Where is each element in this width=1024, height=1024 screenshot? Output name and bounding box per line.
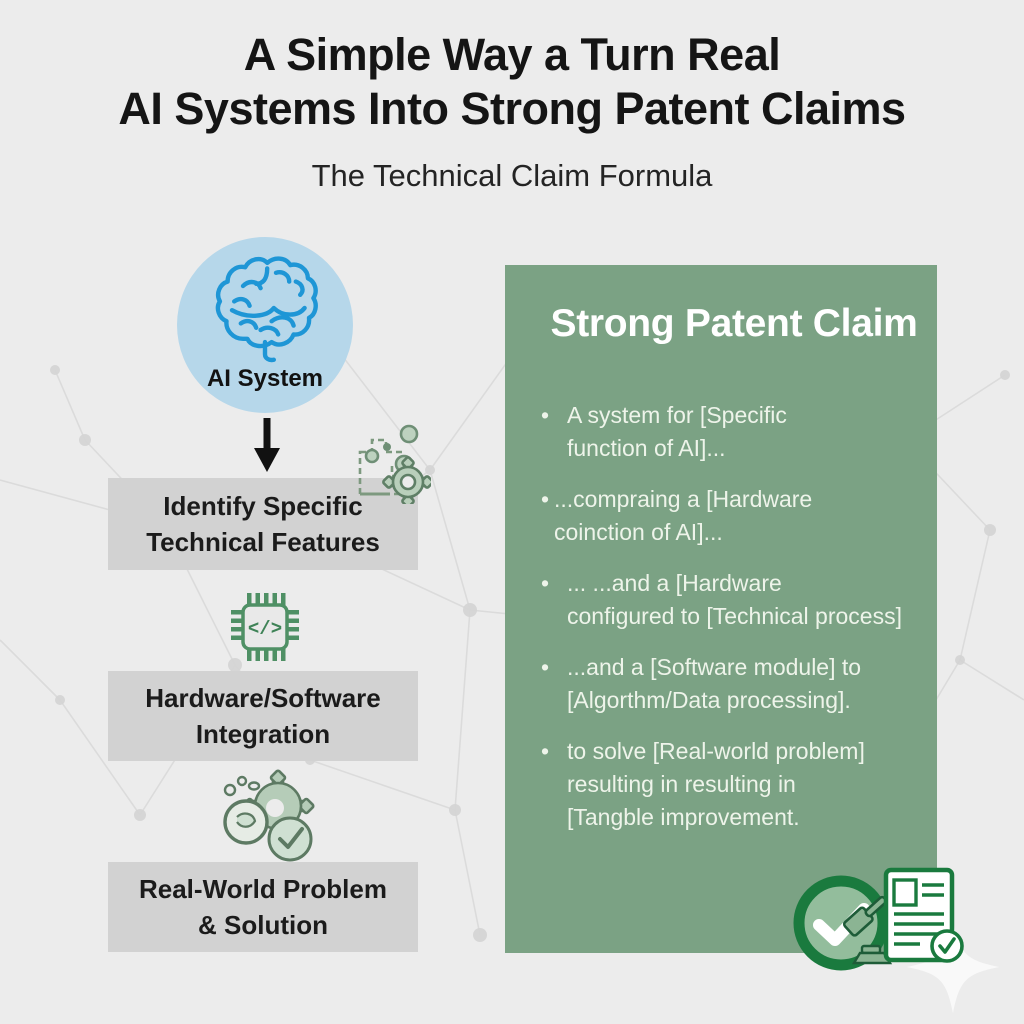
claim-bullet: • to solve [Real-world problem] resulting… [541, 735, 927, 834]
bullet-line: [Tangble improvement. [567, 804, 800, 830]
bullet-line: A system for [Specific [567, 402, 787, 428]
flow-box-line: Technical Features [146, 527, 380, 557]
header: A Simple Way a Turn Real AI Systems Into… [0, 28, 1024, 194]
flow-box-line: Hardware/Software [145, 683, 381, 713]
flow-box-real-world-problem: Real-World Problem & Solution [108, 862, 418, 952]
bullet-line: ...compraing a [Hardware [554, 486, 813, 512]
bullet-marker: • [541, 486, 550, 512]
strong-patent-claim-panel: Strong Patent Claim • A system for [Spec… [505, 265, 937, 953]
claim-bullet: • A system for [Specific function of AI].… [541, 399, 927, 465]
bullet-line: [Algorthm/Data processing]. [567, 687, 851, 713]
flow-box-line: & Solution [198, 910, 328, 940]
bullet-marker: • [541, 570, 550, 596]
page-title-line2: AI Systems Into Strong Patent Claims [118, 83, 906, 134]
bullet-line: coinction of AI]... [554, 519, 723, 545]
arrow-down-icon [254, 418, 280, 472]
flow-box-line: Real-World Problem [138, 874, 387, 904]
claim-bullet: • ...compraing a [Hardware coinction of A… [541, 483, 927, 549]
bullet-line: resulting in resulting in [567, 771, 796, 797]
sparkle-icon [906, 920, 1000, 1014]
claim-bullet-list: • A system for [Specific function of AI].… [541, 399, 927, 834]
page-title: A Simple Way a Turn Real AI Systems Into… [0, 28, 1024, 136]
claim-bullet: • ... ...and a [Hardware configured to [T… [541, 567, 927, 633]
bullet-line: to solve [Real-world problem] [567, 738, 865, 764]
gear-magnifier-check-icon [223, 769, 315, 862]
flow-box-line: Identify Specific [163, 491, 363, 521]
flow-box-hardware-software: Hardware/Software Integration [108, 671, 418, 761]
bullet-line: ...and a [Software module] to [567, 654, 862, 680]
bullet-line: ... ...and a [Hardware [567, 570, 782, 596]
chip-code-icon: </> [231, 593, 299, 661]
bullet-marker: • [541, 402, 550, 428]
page-title-line1: A Simple Way a Turn Real [243, 29, 781, 80]
puzzle-gear-icon [358, 424, 431, 504]
bullet-marker: • [541, 738, 550, 764]
brain-icon [215, 256, 318, 363]
bullet-marker: • [541, 654, 550, 680]
bullet-line: function of AI]... [567, 435, 726, 461]
bullet-line: configured to [Technical process] [567, 603, 902, 629]
panel-title: Strong Patent Claim [550, 302, 918, 345]
chip-code-glyph: </> [248, 618, 282, 640]
page-subtitle: The Technical Claim Formula [311, 158, 713, 193]
ai-system-label: AI System [206, 365, 324, 392]
claim-bullet: • ...and a [Software module] to [Algorthm… [541, 651, 927, 717]
approved-document-gavel-icon [842, 867, 964, 965]
flow-box-line: Integration [195, 719, 331, 749]
ai-system-node: AI System [177, 237, 353, 413]
